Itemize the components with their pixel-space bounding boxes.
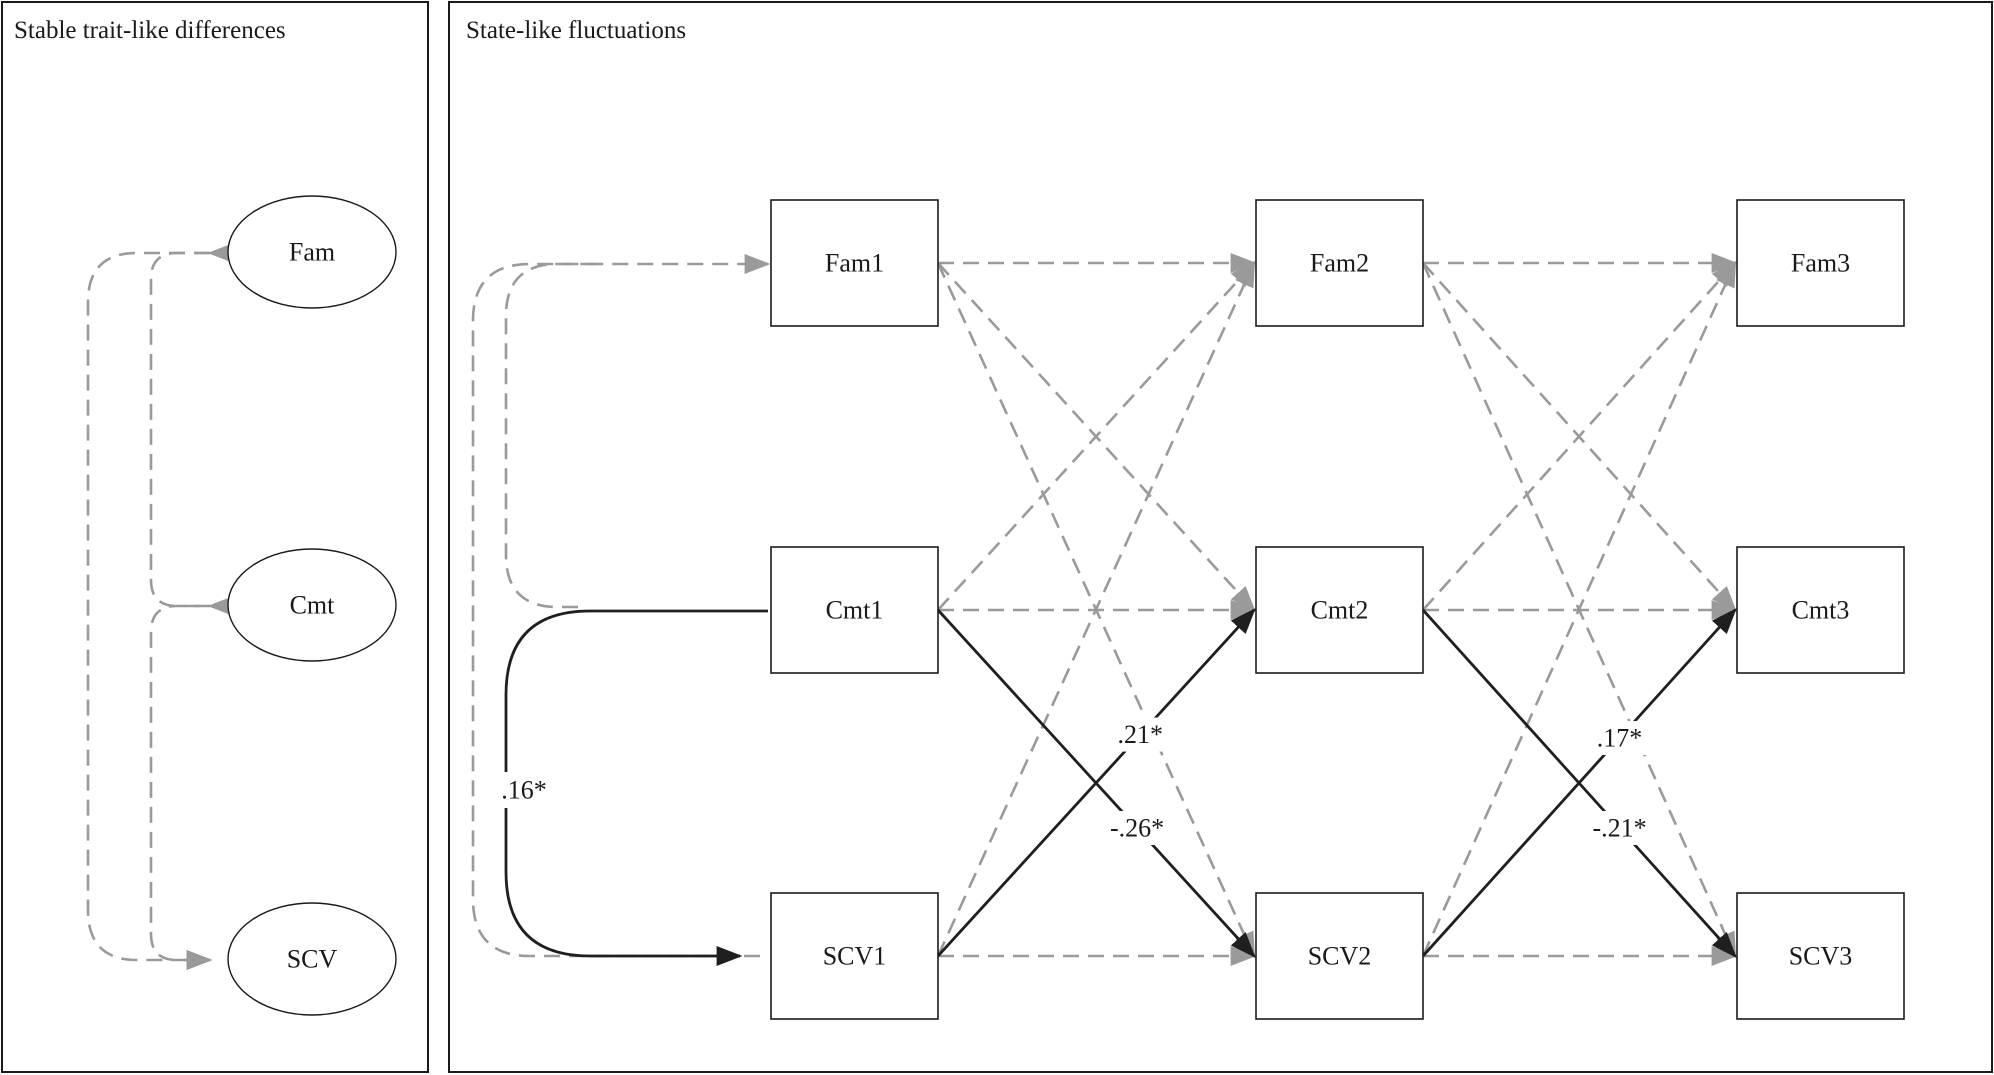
state-node-fam2: Fam2 [1255, 199, 1424, 327]
coef-label-bg [1103, 810, 1172, 845]
state-node-cmt2: Cmt2 [1255, 546, 1424, 674]
state-box-fam3 [1736, 199, 1905, 327]
path-scv1-to-cmt2 [936, 608, 1256, 957]
coef-label-cmt2-scv3: -.21* [1592, 813, 1646, 842]
cov-label-cmt1-scv1: .16* [501, 776, 547, 805]
trait-panel-frame [1, 1, 429, 1073]
state-node-label: Fam3 [1791, 249, 1850, 278]
trait-node-scv: SCV [227, 902, 397, 1016]
state-node-label: Cmt1 [826, 596, 884, 625]
state-box-scv3 [1736, 892, 1905, 1020]
cov-fam-scv [86, 243, 234, 970]
state-node-label: SCV3 [1789, 942, 1853, 971]
state-box-cmt3 [1736, 546, 1905, 674]
trait-nodes: Fam Cmt SCV [227, 195, 397, 1016]
cov-cmt-scv [149, 596, 234, 970]
trait-ellipse-cmt [227, 548, 397, 662]
coef-label-bg [1106, 717, 1175, 752]
path-fam1-to-cmt2 [937, 262, 1256, 612]
state-panel-frame [448, 1, 1993, 1073]
state-node-label: Fam1 [825, 249, 884, 278]
state-box-fam2 [1255, 199, 1424, 327]
coef-label-bg [1585, 721, 1654, 756]
state-box-scv2 [1255, 892, 1424, 1020]
coef-label-cmt1-scv2: -.26* [1110, 813, 1164, 842]
state-node-fam1: Fam1 [770, 199, 939, 327]
trait-node-label: Fam [289, 238, 335, 267]
state-box-cmt1 [770, 546, 939, 674]
path-scv2-to-cmt3 [1421, 608, 1737, 957]
state-box-scv1 [770, 892, 939, 1020]
state-node-cmt1: Cmt1 [770, 546, 939, 674]
trait-node-cmt: Cmt [227, 548, 397, 662]
trait-ellipse-fam [227, 195, 397, 309]
state-node-scv2: SCV2 [1255, 892, 1424, 1020]
trait-node-fam: Fam [227, 195, 397, 309]
trait-node-label: SCV [287, 945, 338, 974]
state-node-label: Fam2 [1310, 249, 1369, 278]
state-box-cmt2 [1255, 546, 1424, 674]
state-box-fam1 [770, 199, 939, 327]
state-node-label: SCV1 [823, 942, 887, 971]
trait-node-label: Cmt [290, 591, 336, 620]
path-fam1-to-scv2 [936, 262, 1256, 959]
trait-panel: Stable trait-like differences [1, 1, 429, 1073]
trait-ellipse-scv [227, 902, 397, 1016]
state-node-scv3: SCV3 [1736, 892, 1905, 1020]
state-panel-title: State-like fluctuations [466, 17, 686, 44]
state-node-label: Cmt3 [1792, 596, 1850, 625]
coef-label-scv2-cmt3: .17* [1597, 724, 1643, 753]
coef-label-scv1-cmt2: .21* [1117, 720, 1163, 749]
state-covariances: .16* [471, 254, 771, 966]
state-node-label: SCV2 [1308, 942, 1372, 971]
coef-label-bg [1585, 810, 1654, 845]
state-node-scv1: SCV1 [770, 892, 939, 1020]
state-panel: State-like fluctuations [448, 1, 1993, 1073]
path-fam2-to-cmt3 [1422, 262, 1737, 612]
cov-fam1-cmt1 [504, 262, 600, 609]
path-fam2-to-scv3 [1421, 262, 1737, 959]
trait-panel-title: Stable trait-like differences [14, 17, 286, 44]
cov-fam1-scv1 [471, 254, 771, 958]
state-node-cmt3: Cmt3 [1736, 546, 1905, 674]
trait-covariances [86, 243, 234, 970]
cross-lagged-paths [936, 253, 1738, 966]
state-node-fam3: Fam3 [1736, 199, 1905, 327]
cov-fam-cmt [149, 251, 210, 608]
path-coefficient-labels: -.26* .21* -.21* .17* [1103, 717, 1654, 845]
state-node-label: Cmt2 [1311, 596, 1369, 625]
